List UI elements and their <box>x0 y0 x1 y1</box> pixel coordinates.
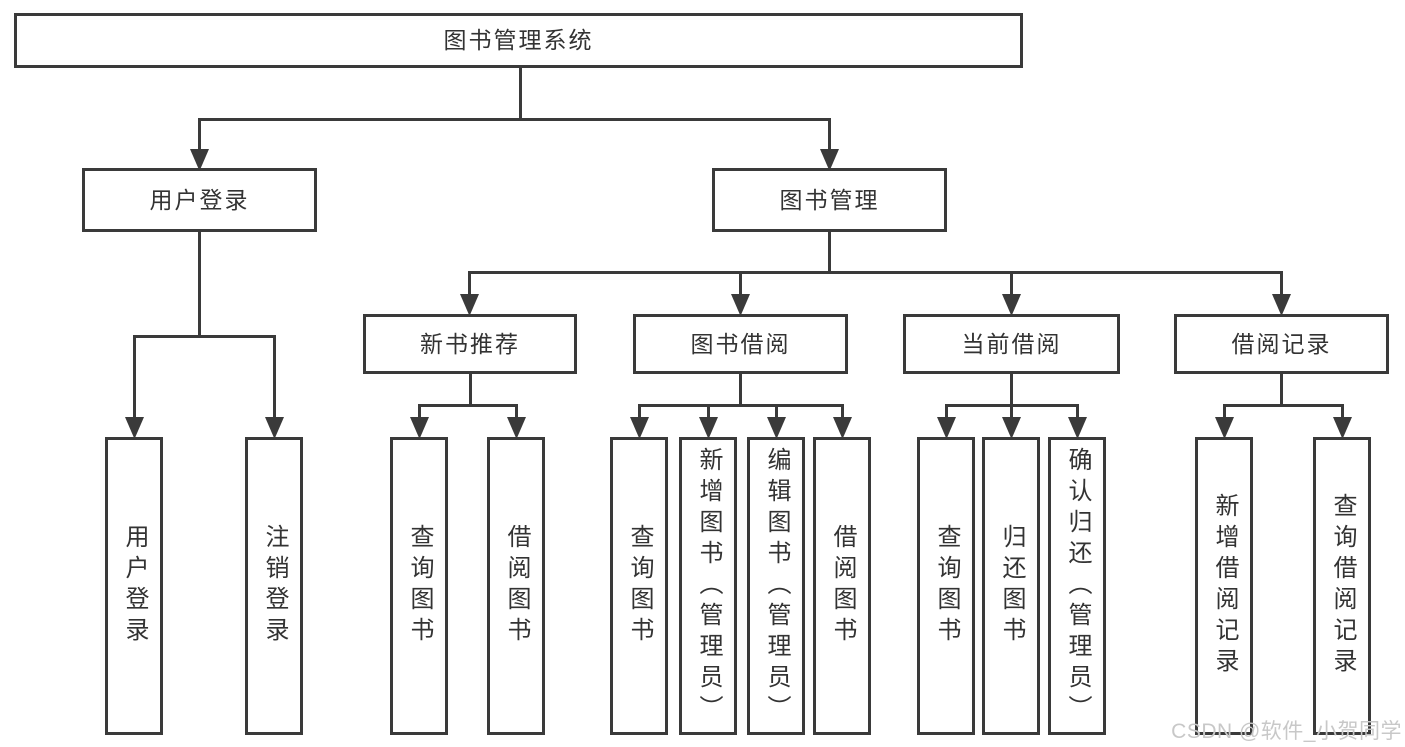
leaf-add-books-admin-label: 新增图书（管理员） <box>695 446 722 726</box>
node-book-management: 图书管理 <box>712 168 947 232</box>
leaf-return-books-label: 归还图书 <box>998 524 1025 648</box>
node-user-login: 用户登录 <box>82 168 317 232</box>
node-book-borrow: 图书借阅 <box>633 314 848 374</box>
leaf-query-books-borrow: 查询图书 <box>610 437 668 735</box>
node-new-book-recommend: 新书推荐 <box>363 314 577 374</box>
leaf-query-books-recommend: 查询图书 <box>390 437 448 735</box>
root-node-label: 图书管理系统 <box>443 27 594 53</box>
leaf-add-borrow-record: 新增借阅记录 <box>1195 437 1253 735</box>
leaf-return-books: 归还图书 <box>982 437 1040 735</box>
leaf-confirm-return-admin: 确认归还（管理员） <box>1048 437 1106 735</box>
node-current-borrow-label: 当前借阅 <box>961 330 1062 357</box>
leaf-borrow-books-recommend: 借阅图书 <box>487 437 545 735</box>
node-borrow-records-label: 借阅记录 <box>1231 330 1332 357</box>
leaf-query-books-current: 查询图书 <box>917 437 975 735</box>
leaf-confirm-return-admin-label: 确认归还（管理员） <box>1064 446 1091 726</box>
leaf-edit-books-admin-label: 编辑图书（管理员） <box>763 446 790 726</box>
leaf-logout: 注销登录 <box>245 437 303 735</box>
leaf-query-borrow-record-label: 查询借阅记录 <box>1329 493 1356 679</box>
leaf-query-books-borrow-label: 查询图书 <box>626 524 653 648</box>
node-book-management-label: 图书管理 <box>779 186 880 213</box>
leaf-query-books-current-label: 查询图书 <box>933 524 960 648</box>
leaf-edit-books-admin: 编辑图书（管理员） <box>747 437 805 735</box>
leaf-borrow-books-recommend-label: 借阅图书 <box>503 524 530 648</box>
leaf-borrow-books: 借阅图书 <box>813 437 871 735</box>
csdn-watermark: CSDN @软件_小贺同学 <box>1171 720 1402 743</box>
root-node-library-system: 图书管理系统 <box>14 13 1023 68</box>
leaf-logout-label: 注销登录 <box>261 524 288 648</box>
node-new-book-recommend-label: 新书推荐 <box>420 330 520 357</box>
leaf-user-login: 用户登录 <box>105 437 163 735</box>
node-book-borrow-label: 图书借阅 <box>690 330 791 357</box>
leaf-add-borrow-record-label: 新增借阅记录 <box>1211 493 1238 679</box>
leaf-borrow-books-label: 借阅图书 <box>829 524 856 648</box>
leaf-add-books-admin: 新增图书（管理员） <box>679 437 737 735</box>
leaf-user-login-label: 用户登录 <box>121 524 148 648</box>
node-current-borrow: 当前借阅 <box>903 314 1120 374</box>
leaf-query-books-recommend-label: 查询图书 <box>406 524 433 648</box>
leaf-query-borrow-record: 查询借阅记录 <box>1313 437 1371 735</box>
node-user-login-label: 用户登录 <box>149 186 250 213</box>
node-borrow-records: 借阅记录 <box>1174 314 1389 374</box>
